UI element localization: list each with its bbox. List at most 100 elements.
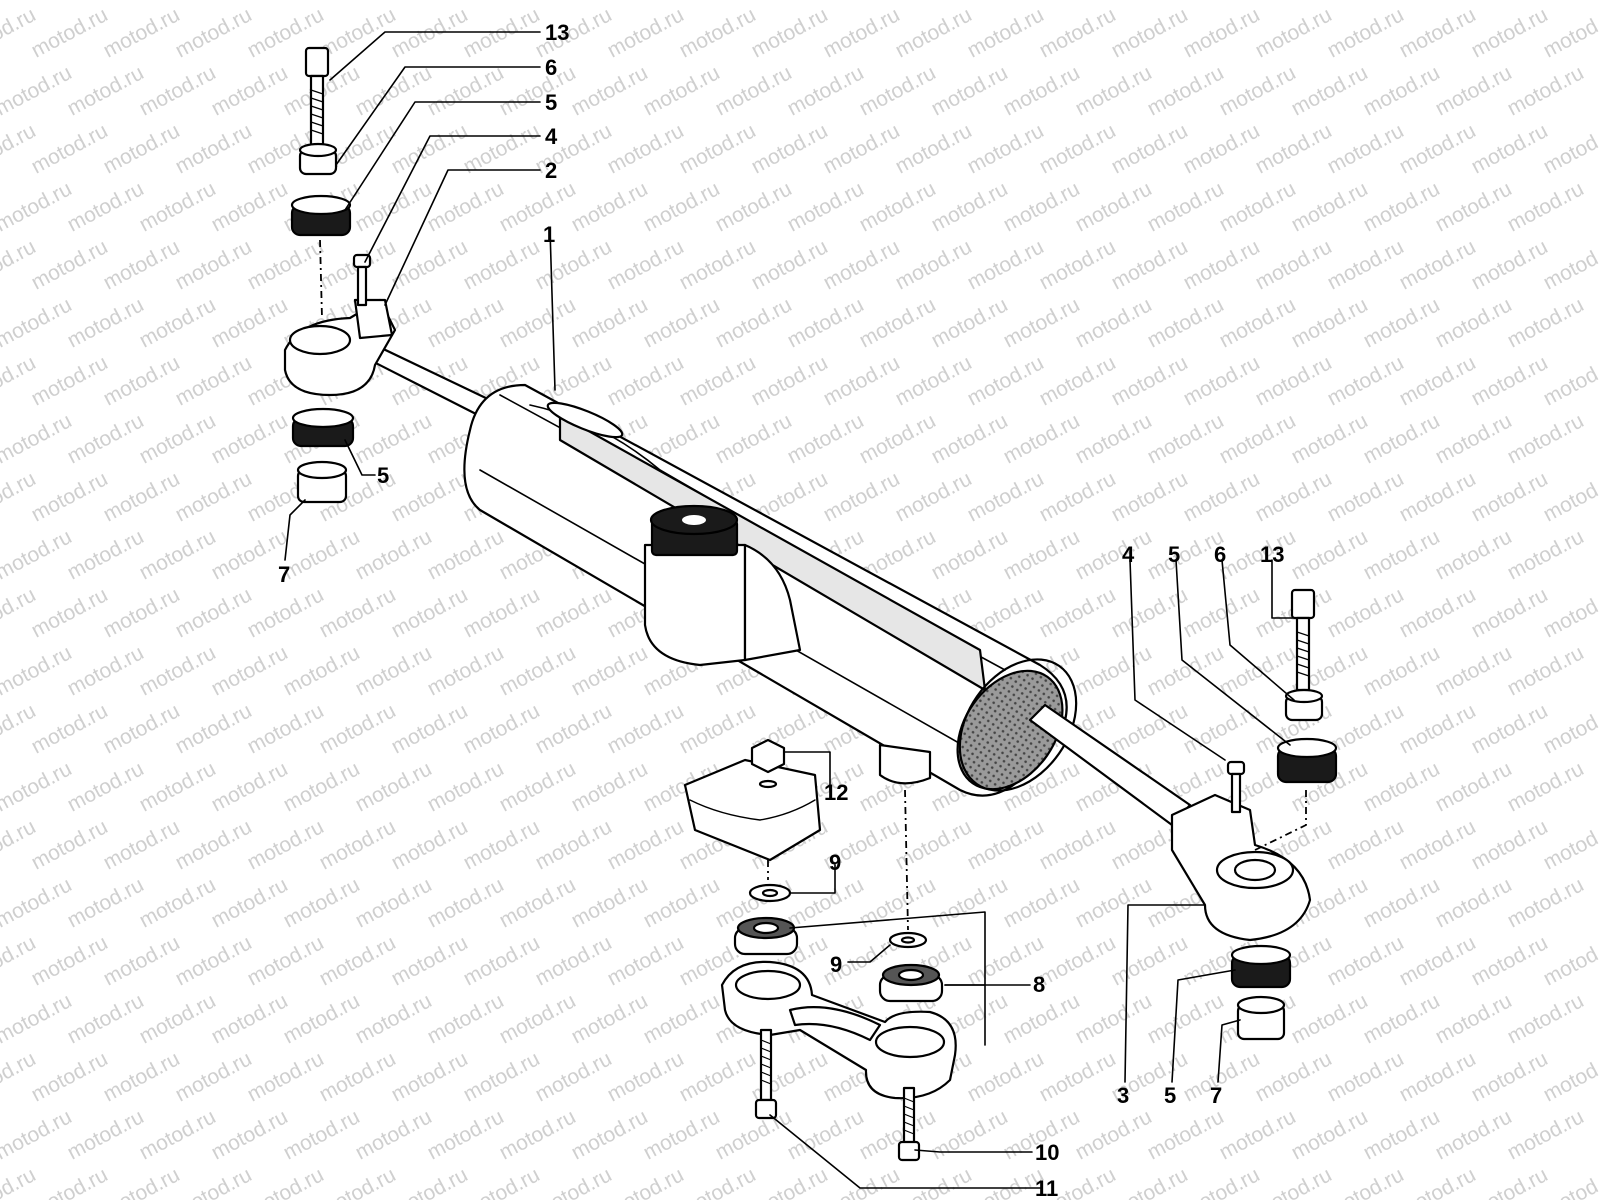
callout-2: 2 <box>545 158 557 183</box>
callout-13-right: 13 <box>1260 542 1284 567</box>
watermark-text: motod.ru <box>136 293 220 352</box>
watermark-text: motod.ru <box>28 351 112 410</box>
watermark-text: motod.ru <box>1000 873 1084 932</box>
watermark-text: motod.ru <box>1360 293 1444 352</box>
watermark-text: motod.ru <box>100 235 184 294</box>
watermark-text: motod.ru <box>640 0 724 4</box>
watermark-text: motod.ru <box>424 177 508 236</box>
watermark-text: motod.ru <box>712 409 796 468</box>
watermark-text: motod.ru <box>172 119 256 178</box>
watermark-text: motod.ru <box>64 293 148 352</box>
watermark-text: motod.ru <box>100 583 184 642</box>
watermark-text: motod.ru <box>208 641 292 700</box>
watermark-text: motod.ru <box>0 177 76 236</box>
bolt-13-right <box>1290 588 1316 620</box>
watermark-text: motod.ru <box>568 0 652 4</box>
watermark-text: motod.ru <box>1396 815 1480 874</box>
watermark-text: motod.ru <box>1396 351 1480 410</box>
watermark-text: motod.ru <box>1360 0 1444 4</box>
watermark-text: motod.ru <box>460 931 544 990</box>
watermark-text: motod.ru <box>1144 61 1228 120</box>
watermark-text: motod.ru <box>1360 525 1444 584</box>
watermark-text: motod.ru <box>0 873 76 932</box>
watermark-text: motod.ru <box>1504 1105 1588 1164</box>
watermark-text: motod.ru <box>1216 409 1300 468</box>
callout-6-right: 6 <box>1214 542 1226 567</box>
watermark-text: motod.ru <box>1468 3 1552 62</box>
watermark-text: motod.ru <box>316 931 400 990</box>
watermark-text: motod.ru <box>172 467 256 526</box>
watermark-text: motod.ru <box>1144 177 1228 236</box>
watermark-text: motod.ru <box>1324 119 1408 178</box>
watermark-text: motod.ru <box>1036 1047 1120 1106</box>
watermark-text: motod.ru <box>1468 931 1552 990</box>
watermark-text: motod.ru <box>964 467 1048 526</box>
watermark-text: motod.ru <box>100 467 184 526</box>
watermark-text: motod.ru <box>28 699 112 758</box>
watermark-text: motod.ru <box>784 873 868 932</box>
watermark-text: motod.ru <box>424 0 508 4</box>
watermark-text: motod.ru <box>964 235 1048 294</box>
watermark-text: motod.ru <box>1216 293 1300 352</box>
watermark-text: motod.ru <box>28 119 112 178</box>
watermark-text: motod.ru <box>1072 641 1156 700</box>
watermark-text: motod.ru <box>856 1105 940 1164</box>
watermark-text: motod.ru <box>424 873 508 932</box>
watermark-text: motod.ru <box>388 815 472 874</box>
watermark-text: motod.ru <box>532 931 616 990</box>
watermark-text: motod.ru <box>1468 1047 1552 1106</box>
watermark-text: motod.ru <box>928 873 1012 932</box>
watermark-text: motod.ru <box>568 641 652 700</box>
watermark-text: motod.ru <box>1252 235 1336 294</box>
watermark-text: motod.ru <box>1144 293 1228 352</box>
watermark-text: motod.ru <box>28 3 112 62</box>
screw-4-right <box>1226 760 1246 776</box>
watermark-text: motod.ru <box>1000 989 1084 1048</box>
watermark-text: motod.ru <box>136 989 220 1048</box>
watermark-text: motod.ru <box>928 409 1012 468</box>
watermark-text: motod.ru <box>1000 61 1084 120</box>
watermark-text: motod.ru <box>1504 409 1588 468</box>
watermark-text: motod.ru <box>244 931 328 990</box>
watermark-text: motod.ru <box>172 931 256 990</box>
watermark-text: motod.ru <box>928 1105 1012 1164</box>
watermark-text: motod.ru <box>892 351 976 410</box>
watermark-text: motod.ru <box>748 351 832 410</box>
watermark-text: motod.ru <box>640 177 724 236</box>
watermark-text: motod.ru <box>64 177 148 236</box>
watermark-text: motod.ru <box>892 119 976 178</box>
watermark-text: motod.ru <box>1360 989 1444 1048</box>
watermark-text: motod.ru <box>64 61 148 120</box>
watermark-text: motod.ru <box>1540 1047 1600 1106</box>
watermark-text: motod.ru <box>1180 351 1264 410</box>
watermark-text: motod.ru <box>496 177 580 236</box>
watermark-text: motod.ru <box>1504 61 1588 120</box>
watermark-text: motod.ru <box>64 409 148 468</box>
watermark-text: motod.ru <box>1072 177 1156 236</box>
watermark-text: motod.ru <box>532 699 616 758</box>
watermark-text: motod.ru <box>172 815 256 874</box>
watermark-text: motod.ru <box>352 409 436 468</box>
watermark-text: motod.ru <box>1324 3 1408 62</box>
watermark-text: motod.ru <box>172 351 256 410</box>
watermark-text: motod.ru <box>1540 3 1600 62</box>
watermark-text: motod.ru <box>604 1163 688 1200</box>
watermark-text: motod.ru <box>1252 3 1336 62</box>
watermark-text: motod.ru <box>964 1047 1048 1106</box>
watermark-text: motod.ru <box>1540 351 1600 410</box>
watermark-text: motod.ru <box>136 409 220 468</box>
watermark-text: motod.ru <box>172 699 256 758</box>
watermark-text: motod.ru <box>352 0 436 4</box>
watermark-text: motod.ru <box>1036 583 1120 642</box>
watermark-text: motod.ru <box>208 757 292 816</box>
watermark-text: motod.ru <box>1180 583 1264 642</box>
watermark-text: motod.ru <box>64 757 148 816</box>
watermark-text: motod.ru <box>604 931 688 990</box>
watermark-text: motod.ru <box>1288 61 1372 120</box>
watermark-text: motod.ru <box>424 61 508 120</box>
watermark-text: motod.ru <box>496 757 580 816</box>
watermark-text: motod.ru <box>568 61 652 120</box>
watermark-text: motod.ru <box>856 61 940 120</box>
watermark-text: motod.ru <box>460 1163 544 1200</box>
watermark-text: motod.ru <box>172 3 256 62</box>
